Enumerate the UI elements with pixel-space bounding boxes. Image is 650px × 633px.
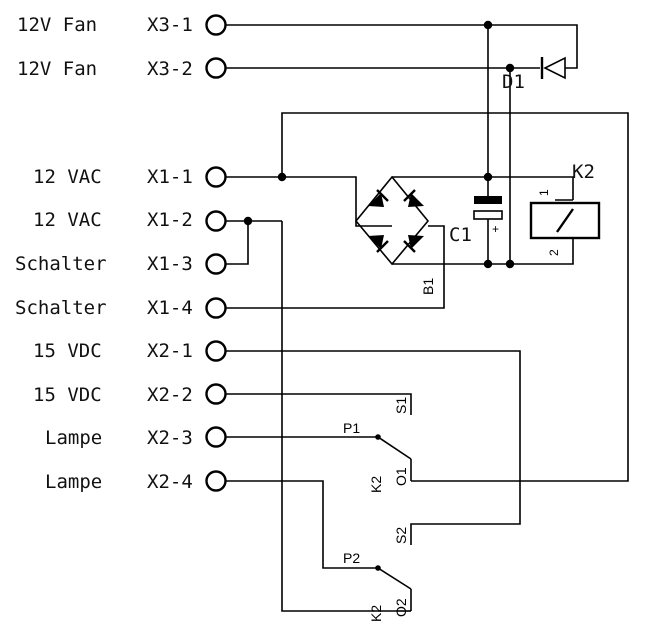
pin-label-x3-2: X3-2 — [147, 58, 193, 80]
bridge-rectifier-b1: B1 — [354, 175, 436, 295]
contact-1-relay-label: K2 — [368, 476, 384, 493]
signal-label-x1-2: 12 VAC — [33, 209, 102, 231]
contact-1-pole-label: P1 — [343, 420, 360, 436]
terminal-x2-2[interactable] — [205, 383, 227, 405]
capacitor-plate-negative — [473, 210, 503, 220]
terminal-connectors — [205, 14, 227, 492]
relay-k2: K2 1 2 — [529, 161, 601, 256]
junction-dot — [243, 216, 253, 226]
terminal-x2-3[interactable] — [205, 426, 227, 448]
wires — [226, 24, 629, 612]
wire-x1-4 — [226, 225, 445, 309]
wire-x2-1 — [226, 350, 521, 545]
capacitor-polarity: + — [492, 222, 499, 236]
bridge-outline — [354, 175, 430, 266]
wire-x2-2 — [226, 393, 412, 415]
wire-bridge-positive — [392, 176, 574, 200]
capacitor-c1: C1 + — [449, 196, 503, 246]
bridge-diode-3 — [368, 235, 389, 253]
terminal-x2-1[interactable] — [205, 340, 227, 362]
terminal-x3-1[interactable] — [205, 14, 227, 36]
signal-label-x2-3: Lampe — [45, 427, 102, 449]
bridge-diode-2 — [403, 189, 424, 207]
contact-2-pole-label: P2 — [343, 550, 360, 566]
terminal-x1-4[interactable] — [205, 297, 227, 319]
pin-label-x2-4: X2-4 — [147, 471, 193, 493]
junction-dots — [243, 20, 515, 571]
signal-label-x3-1: 12V Fan — [17, 14, 97, 36]
pin-label-x2-3: X2-3 — [147, 427, 193, 449]
capacitor-label: C1 — [449, 224, 472, 246]
diode-label: D1 — [502, 71, 525, 93]
pin-label-x1-1: X1-1 — [147, 166, 193, 188]
wire-x1-2-down — [281, 221, 396, 612]
wire-x1-1-loop — [281, 112, 629, 482]
terminal-x2-4[interactable] — [205, 470, 227, 492]
relay-pin1-label: 1 — [537, 189, 551, 196]
signal-label-x2-2: 15 VDC — [33, 384, 102, 406]
pin-label-x1-4: X1-4 — [147, 297, 193, 319]
relay-pin2-label: 2 — [547, 249, 561, 256]
junction-dot — [375, 565, 381, 571]
pin-label-x1-2: X1-2 — [147, 209, 193, 231]
wire-x3-1 — [226, 24, 578, 69]
signal-label-x1-1: 12 VAC — [33, 166, 102, 188]
junction-dot — [505, 259, 515, 269]
terminal-x1-3[interactable] — [205, 253, 227, 275]
diode-d1: D1 — [502, 56, 566, 93]
terminal-x1-2[interactable] — [205, 210, 227, 232]
signal-label-x2-4: Lampe — [45, 471, 102, 493]
wire-x1-2-x1-3 — [226, 220, 282, 265]
signal-label-x1-4: Schalter — [15, 297, 107, 319]
contact-1-closed-label: S1 — [393, 397, 409, 414]
terminal-labels: 12V Fan X3-1 12V Fan X3-2 12 VAC X1-1 12… — [15, 14, 193, 493]
junction-dot — [483, 172, 493, 182]
pin-label-x1-3: X1-3 — [147, 253, 193, 275]
junction-dot — [483, 20, 493, 30]
bridge-diode-1 — [368, 189, 389, 207]
signal-label-x2-1: 15 VDC — [33, 340, 102, 362]
bridge-diode-4 — [403, 235, 424, 253]
relay-label: K2 — [572, 161, 595, 183]
contact-2-open-label: O2 — [393, 598, 409, 617]
wire-x2-4 — [226, 480, 378, 569]
pin-label-x2-1: X2-1 — [147, 340, 193, 362]
junction-dot — [277, 172, 287, 182]
contact-2-lever — [377, 567, 412, 590]
contact-2-closed-label: S2 — [393, 527, 409, 544]
junction-dot — [483, 259, 493, 269]
junction-dot — [375, 434, 381, 440]
relay-contact-1: P1 S1 K2 O1 — [343, 397, 412, 493]
relay-contact-2: P2 S2 K2 O2 — [343, 527, 412, 622]
signal-label-x1-3: Schalter — [15, 253, 107, 275]
contact-1-lever — [377, 436, 412, 460]
bridge-label: B1 — [420, 278, 436, 295]
capacitor-plate-positive — [474, 196, 502, 204]
pin-label-x2-2: X2-2 — [147, 384, 193, 406]
terminal-x3-2[interactable] — [205, 57, 227, 79]
wire-x1-1-bridge — [226, 176, 392, 227]
diode-triangle — [543, 56, 566, 80]
contact-1-open-label: O1 — [393, 467, 409, 486]
wire-bridge-negative — [392, 238, 574, 265]
terminal-x1-1[interactable] — [205, 166, 227, 188]
pin-label-x3-1: X3-1 — [147, 14, 193, 36]
signal-label-x3-2: 12V Fan — [17, 58, 97, 80]
contact-2-relay-label: K2 — [368, 605, 384, 622]
junction-dot — [505, 63, 515, 73]
